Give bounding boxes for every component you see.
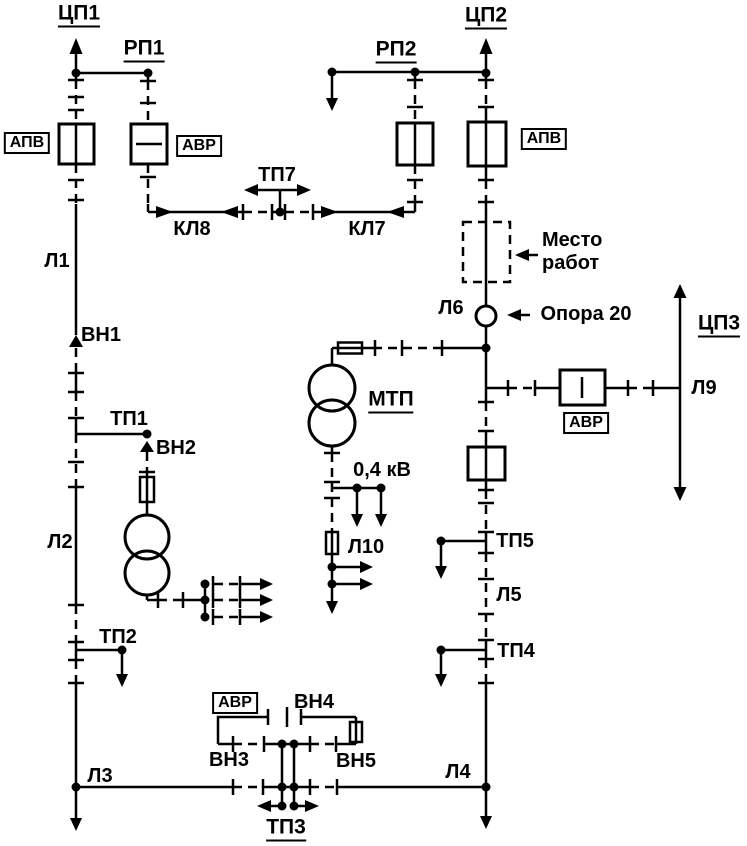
line-end-arrow-l4	[480, 816, 492, 829]
tp5-tap	[435, 536, 486, 579]
lv-04kv-feeders	[332, 483, 387, 527]
label-l9: Л9	[691, 377, 717, 399]
mtp-transformer-icon	[307, 363, 357, 413]
tp4-tap	[435, 645, 486, 687]
cable-arrow	[156, 206, 173, 218]
cable-arrow	[387, 206, 404, 218]
label-cp1: ЦП1	[57, 3, 101, 28]
label-l2: Л2	[47, 531, 73, 553]
label-kl7: КЛ7	[348, 218, 386, 240]
label-l5: Л5	[496, 584, 522, 606]
source-arrow-cp3	[673, 284, 687, 298]
label-apv-right: АПВ	[520, 128, 568, 150]
source-arrow-cp3	[673, 487, 687, 501]
label-mtp: МТП	[368, 389, 414, 414]
work-site-pointer	[515, 249, 538, 261]
kl7-cable	[280, 204, 415, 220]
label-tp5: ТП5	[496, 530, 534, 552]
kl8-cable	[148, 204, 280, 220]
junction-dot	[143, 68, 153, 78]
mtp-transformer-icon	[307, 398, 357, 448]
l3-l4-trunk	[76, 779, 486, 795]
junction-dot	[327, 67, 337, 77]
label-tp2: ТП2	[99, 626, 137, 648]
cable-arrow	[321, 206, 338, 218]
mtp-branch	[307, 340, 486, 614]
label-vn1: ВН1	[80, 324, 122, 346]
tp1-transformer-icon	[123, 513, 171, 561]
label-tp1: ТП1	[110, 408, 148, 430]
label-vn4: ВН4	[293, 691, 335, 713]
label-vn2: ВН2	[155, 437, 197, 459]
label-l4: Л4	[445, 761, 471, 783]
work-site-box	[461, 220, 512, 284]
label-l6: Л6	[438, 297, 464, 319]
junction-dot	[71, 68, 81, 78]
label-04kv: 0,4 кВ	[353, 459, 411, 481]
label-work-site: Место работ	[542, 229, 602, 275]
pole-20-circle	[474, 304, 498, 328]
source-arrow-cp1	[69, 38, 83, 54]
avr-l9-tie	[486, 284, 687, 501]
tp7-tap	[244, 184, 311, 217]
label-cp2: ЦП2	[464, 5, 508, 30]
label-tp3: ТП3	[266, 817, 306, 842]
tp1-lv-feeders	[200, 576, 273, 625]
label-apv-left: АПВ	[3, 132, 51, 154]
label-kl8: КЛ8	[173, 218, 211, 240]
label-pole-20: Опора 20	[540, 303, 632, 325]
label-rp1: РП1	[123, 38, 165, 63]
label-vn5: ВН5	[335, 750, 377, 772]
vn2-switch-icon	[140, 441, 154, 452]
label-tp4: ТП4	[497, 640, 535, 662]
work-site-line2: работ	[542, 252, 600, 274]
cable-arrow	[221, 206, 238, 218]
label-tp7: ТП7	[258, 164, 296, 186]
junction-dot	[481, 68, 491, 78]
source-arrow-cp2	[479, 38, 493, 54]
tp3-substation	[216, 707, 364, 812]
rp2-branch	[326, 67, 486, 212]
junction-dot	[142, 429, 152, 439]
pole-20-pointer	[507, 309, 530, 321]
tp2-tap	[76, 645, 128, 687]
label-l3: Л3	[87, 765, 113, 787]
label-avr-tp3: АВР	[212, 692, 258, 714]
cp1-feeder-line	[57, 38, 148, 831]
label-l10: Л10	[347, 536, 385, 558]
label-avr-l9: АВР	[563, 412, 609, 434]
l10-outgoing-arrows	[326, 561, 373, 614]
label-l1: Л1	[44, 250, 70, 272]
outgoing-arrow	[326, 98, 338, 111]
cp2-feeder-line	[435, 38, 538, 829]
junction-dot	[410, 67, 420, 77]
label-cp3: ЦП3	[697, 313, 741, 338]
label-vn3: ВН3	[208, 749, 250, 771]
tp1-branch	[76, 429, 273, 625]
label-avr-rp1: АВР	[176, 135, 222, 157]
label-rp2: РП2	[375, 39, 417, 64]
rp1-branch	[129, 68, 169, 212]
vn1-switch-icon	[69, 335, 83, 347]
line-end-arrow-l3	[70, 818, 82, 831]
work-site-line1: Место	[542, 229, 603, 251]
